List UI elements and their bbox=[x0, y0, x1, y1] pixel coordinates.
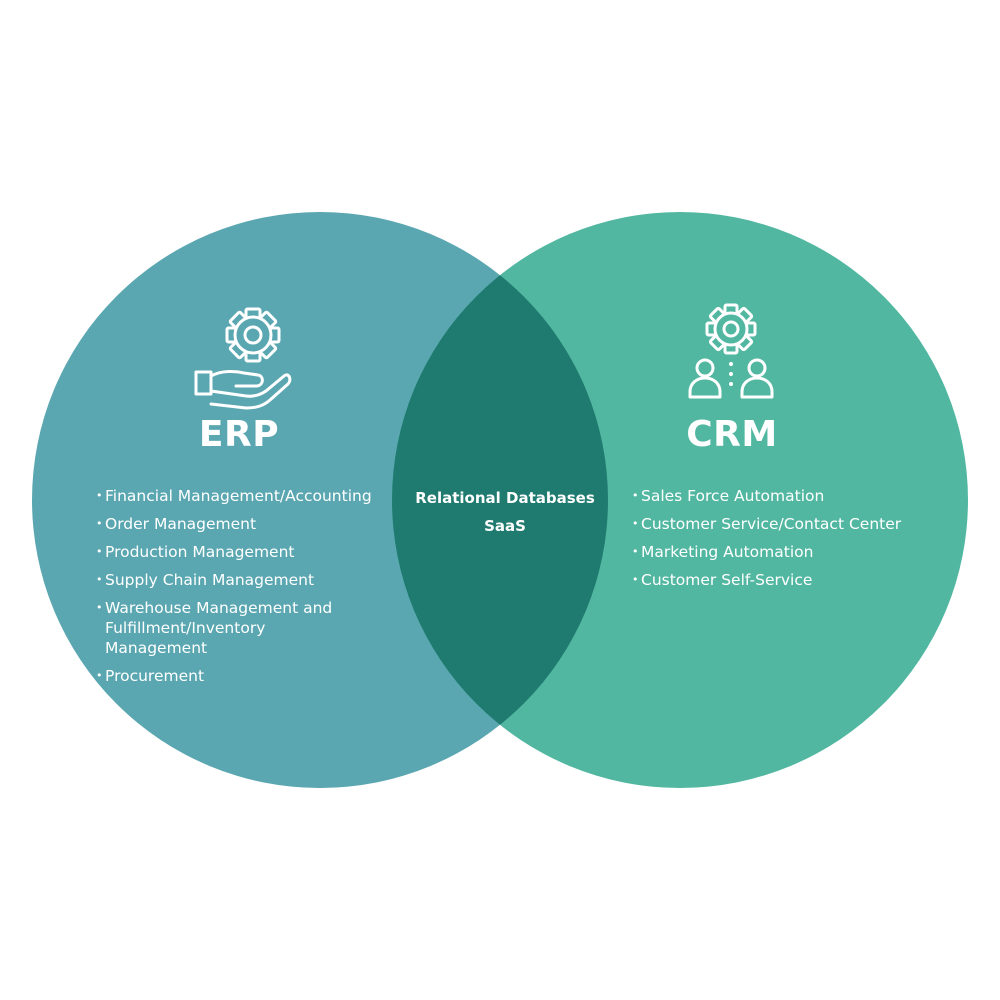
gear-in-hand-icon bbox=[194, 307, 292, 410]
erp-feature-list: Financial Management/Accounting Order Ma… bbox=[96, 486, 396, 694]
erp-item: Financial Management/Accounting bbox=[96, 486, 396, 506]
erp-gear-icon bbox=[225, 307, 281, 363]
gear-with-people-icon bbox=[688, 303, 774, 399]
erp-item: Production Management bbox=[96, 542, 396, 562]
erp-item: Warehouse Management and Fulfillment/Inv… bbox=[96, 598, 355, 658]
erp-hand-icon bbox=[194, 369, 292, 410]
erp-title: ERP bbox=[198, 414, 280, 455]
crm-gear-icon bbox=[705, 303, 757, 355]
overlap-region bbox=[392, 212, 608, 788]
crm-item: Customer Service/Contact Center bbox=[632, 514, 922, 534]
overlap-label-saas: SaaS bbox=[484, 517, 526, 535]
crm-item: Sales Force Automation bbox=[632, 486, 922, 506]
overlap-label-relational-databases: Relational Databases bbox=[415, 489, 595, 507]
crm-feature-list: Sales Force Automation Customer Service/… bbox=[632, 486, 922, 598]
crm-people-icon bbox=[688, 358, 774, 399]
crm-title: CRM bbox=[686, 414, 778, 455]
erp-item: Procurement bbox=[96, 666, 396, 686]
crm-item: Marketing Automation bbox=[632, 542, 922, 562]
erp-item: Order Management bbox=[96, 514, 396, 534]
crm-item: Customer Self-Service bbox=[632, 570, 922, 590]
crm-dots-icon bbox=[729, 362, 733, 386]
erp-item: Supply Chain Management bbox=[96, 570, 396, 590]
